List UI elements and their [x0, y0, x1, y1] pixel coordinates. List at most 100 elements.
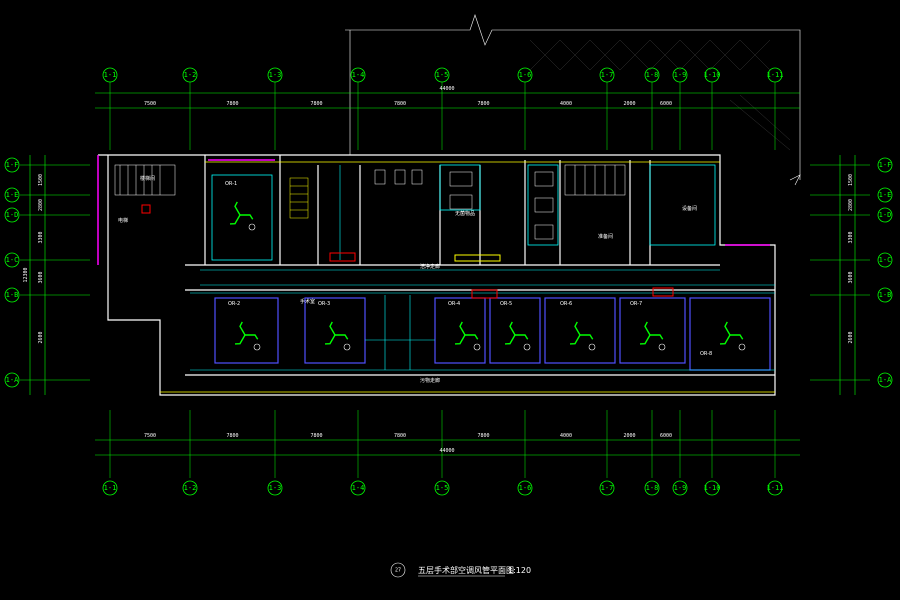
site-boundary — [345, 14, 801, 186]
side-dimension-text: 3600 — [848, 271, 854, 283]
column-label: 1-3 — [269, 71, 282, 79]
row-label: 1-E — [6, 191, 19, 199]
column-label: 1-6 — [519, 71, 532, 79]
column-bubble — [704, 480, 720, 496]
column-label: 1-2 — [184, 71, 197, 79]
top-dimension-text: 2000 — [623, 101, 635, 107]
side-dimension-text: 2800 — [38, 199, 44, 211]
operating-room-label: OR-2 — [228, 301, 240, 307]
column-bubble — [434, 67, 450, 83]
glass-walls — [97, 155, 770, 265]
fixtures — [374, 169, 554, 240]
row-bubble — [877, 252, 893, 268]
row-bubble — [4, 372, 20, 388]
stair-left — [114, 164, 176, 196]
room-label: 设备间 — [682, 205, 697, 212]
column-bubble — [267, 480, 283, 496]
column-bubble — [599, 480, 615, 496]
title-block: 27 五层手术部空调风管平面图 1:120 — [390, 562, 531, 578]
row-label: 1-C — [879, 256, 892, 264]
bottom-dimension-text: 2000 — [623, 433, 635, 439]
bottom-dimension-text: 7800 — [394, 433, 406, 439]
side-dimension-text: 2600 — [38, 331, 44, 343]
column-label: 1-9 — [674, 71, 687, 79]
column-bubble — [350, 480, 366, 496]
column-label: 1-6 — [519, 484, 532, 492]
row-bubble — [877, 372, 893, 388]
column-label: 1-7 — [601, 484, 614, 492]
row-bubble — [877, 287, 893, 303]
row-label: 1-F — [879, 161, 892, 169]
column-bubble — [517, 480, 533, 496]
top-dimension-text: 7800 — [310, 101, 322, 107]
column-label: 1-3 — [269, 484, 282, 492]
row-bubble — [4, 187, 20, 203]
row-bubble — [4, 252, 20, 268]
dimension-lines — [29, 92, 856, 456]
top-dimension-text: 4000 — [560, 101, 572, 107]
column-bubble — [644, 67, 660, 83]
air-diffuser-icon — [454, 321, 481, 351]
column-label: 1-1 — [104, 484, 117, 492]
column-bubble — [350, 67, 366, 83]
side-dimension-text: 1500 — [38, 174, 44, 186]
row-label: 1-F — [6, 161, 19, 169]
drawing-title: 五层手术部空调风管平面图 — [418, 565, 514, 575]
top-dimension-text: 7800 — [226, 101, 238, 107]
column-bubble — [102, 480, 118, 496]
operating-room-label: OR-1 — [225, 181, 237, 187]
column-bubble — [644, 480, 660, 496]
row-grid-lines — [20, 164, 870, 381]
diffuser-group — [229, 201, 746, 351]
operating-room-label: OR-5 — [500, 301, 512, 307]
column-label: 1-5 — [436, 71, 449, 79]
bottom-dimension-text: 7500 — [144, 433, 156, 439]
column-label: 1-11 — [767, 71, 784, 79]
top-overall-dimension: 44000 — [439, 86, 454, 92]
left-overall-dimension: 12300 — [23, 267, 29, 282]
column-label: 1-10 — [704, 71, 721, 79]
column-bubble — [434, 480, 450, 496]
operating-room-label: OR-3 — [318, 301, 330, 307]
side-dimension-text: 3600 — [38, 271, 44, 283]
sheet-number: 27 — [395, 568, 401, 574]
air-diffuser-icon — [504, 321, 531, 351]
row-bubble — [877, 207, 893, 223]
row-label: 1-A — [6, 376, 19, 384]
top-dimension-text: 6000 — [660, 101, 672, 107]
supply-ducts — [190, 165, 775, 371]
column-label: 1-4 — [352, 484, 365, 492]
row-bubble — [877, 187, 893, 203]
row-label: 1-B — [879, 291, 892, 299]
room-label: 电梯 — [118, 217, 128, 224]
row-label: 1-D — [6, 211, 19, 219]
top-dimension-text: 7800 — [477, 101, 489, 107]
column-label: 1-8 — [646, 484, 659, 492]
column-label: 1-11 — [767, 484, 784, 492]
column-bubble — [517, 67, 533, 83]
room-label: 准备间 — [598, 233, 613, 240]
row-label: 1-D — [879, 211, 892, 219]
sheet-number-circle — [390, 562, 406, 578]
air-diffuser-icon — [569, 321, 596, 351]
air-diffuser-icon — [719, 321, 746, 351]
equipment-red — [141, 204, 674, 299]
room-label: 楼梯间 — [140, 175, 155, 182]
column-bubbles: 1-11-11-21-21-31-31-41-41-51-51-61-61-71… — [102, 67, 784, 496]
column-label: 1-1 — [104, 71, 117, 79]
bottom-dimension-text: 7800 — [226, 433, 238, 439]
operating-room-label: OR-4 — [448, 301, 460, 307]
air-diffuser-icon — [229, 201, 256, 231]
air-diffuser-icon — [639, 321, 666, 351]
air-diffuser-icon — [234, 321, 261, 351]
room-label: 手术室 — [300, 298, 315, 305]
row-bubble — [877, 157, 893, 173]
side-dimension-text: 2600 — [848, 331, 854, 343]
operating-room-label: OR-7 — [630, 301, 642, 307]
bottom-dimension-text: 6000 — [660, 433, 672, 439]
highlight-wall — [160, 161, 775, 393]
column-bubble — [767, 480, 783, 496]
